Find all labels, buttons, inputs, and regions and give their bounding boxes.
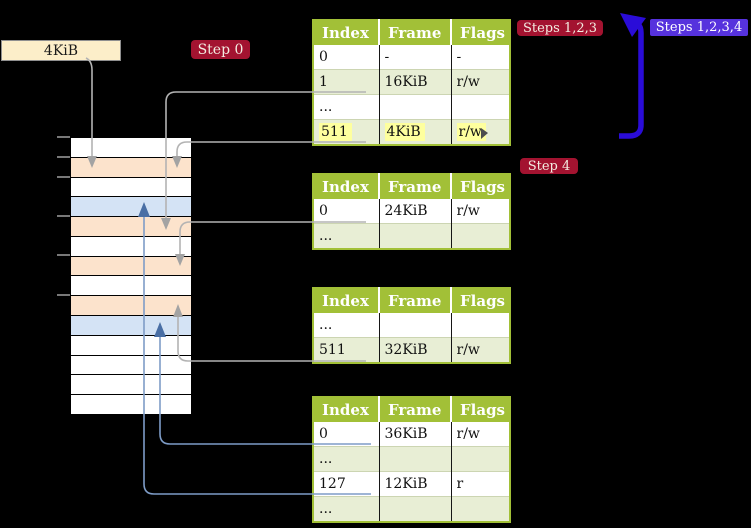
memory-frame-row-3 [71,197,191,218]
cell: 4KiB [378,119,451,145]
cell: ... [313,223,379,249]
cell [378,313,451,338]
column-header-index: Index [313,20,379,45]
page-table-0-row-3: 511 4KiB r/w [313,119,510,145]
page-table-3-row-3: ... [313,496,510,522]
memory-frame-row-6 [71,256,191,277]
memory-frame-row-13 [71,395,191,414]
page-table-0-row-0: 0 -- [313,45,510,70]
cell: 12KiB [378,471,451,497]
memory-frame-row-8 [71,296,191,317]
recursive-steps-arrow [619,20,644,139]
physical-memory-column [70,137,192,415]
cell: ... [313,94,379,120]
highlighted-value: 511 [319,123,352,141]
memory-frame-row-12 [71,375,191,396]
cell: r/w [450,422,510,447]
highlighted-value: 4KiB [384,123,425,141]
cell [378,94,451,120]
cell: r/w [450,69,510,95]
column-header-flags: Flags [450,20,510,45]
cell [450,446,510,472]
page-table-0-row-2: ... [313,94,510,120]
column-header-frame: Frame [378,288,451,313]
cell: - [450,45,510,70]
frame-boundary-tick-2 [57,176,70,178]
cell [450,496,510,522]
memory-frame-row-10 [71,335,191,356]
step-4-badge: Step 4 [520,158,578,174]
recursive-steps-arrow-head [620,13,646,37]
memory-frame-row-1 [71,157,191,178]
frame-boundary-tick-1 [57,156,70,158]
cell: 0 [319,426,328,442]
cell: ... [313,446,379,472]
cell: r/w [450,119,510,145]
memory-frame-row-11 [71,355,191,376]
cell: 0 [319,49,328,65]
cell: 32KiB [378,337,451,363]
column-header-flags: Flags [450,174,510,199]
column-header-frame: Frame [378,20,451,45]
cell: - [378,45,451,70]
cell: 0 [319,203,328,219]
cell: r/w [450,199,510,224]
frame-boundary-tick-5 [57,294,70,296]
page-table-3-row-1: ... [313,446,510,472]
cell: 511 [313,337,379,363]
steps-123-badge: Steps 1,2,3 [517,20,603,36]
page-size-label-box: 4KiB [1,40,121,61]
cell: r/w [450,337,510,363]
cell: 36KiB [378,422,451,447]
cell [450,313,510,338]
memory-frame-row-0 [71,138,191,158]
cell: ... [319,317,333,333]
column-header-index: Index [313,397,379,422]
cell [450,94,510,120]
frame-boundary-tick-4 [57,254,70,256]
highlighted-value: r/w [456,123,486,141]
page-table-1-row-1: ... [313,223,510,249]
step-0-badge: Step 0 [191,40,250,59]
cell: 24KiB [378,199,451,224]
steps-1234-badge: Steps 1,2,3,4 [650,19,748,36]
frame-boundary-tick-3 [57,215,70,217]
memory-frame-row-4 [71,217,191,237]
column-header-frame: Frame [378,397,451,422]
frame-boundary-tick-0 [57,136,70,138]
column-header-flags: Flags [450,288,510,313]
cell: 16KiB [378,69,451,95]
memory-frame-row-5 [71,236,191,257]
column-header-frame: Frame [378,174,451,199]
memory-frame-row-9 [71,316,191,336]
cell: r [450,471,510,497]
memory-frame-row-7 [71,276,191,297]
column-header-flags: Flags [450,397,510,422]
cell: ... [313,496,379,522]
cell: 1 [313,69,379,95]
column-header-index: Index [313,174,379,199]
cell [450,223,510,249]
page-table-2-row-0: ... [313,313,510,338]
cell: 511 [313,119,379,145]
cell: 127 [313,471,379,497]
cell [378,223,451,249]
memory-frame-row-2 [71,177,191,198]
cell [378,446,451,472]
cell [378,496,451,522]
column-header-index: Index [313,288,379,313]
